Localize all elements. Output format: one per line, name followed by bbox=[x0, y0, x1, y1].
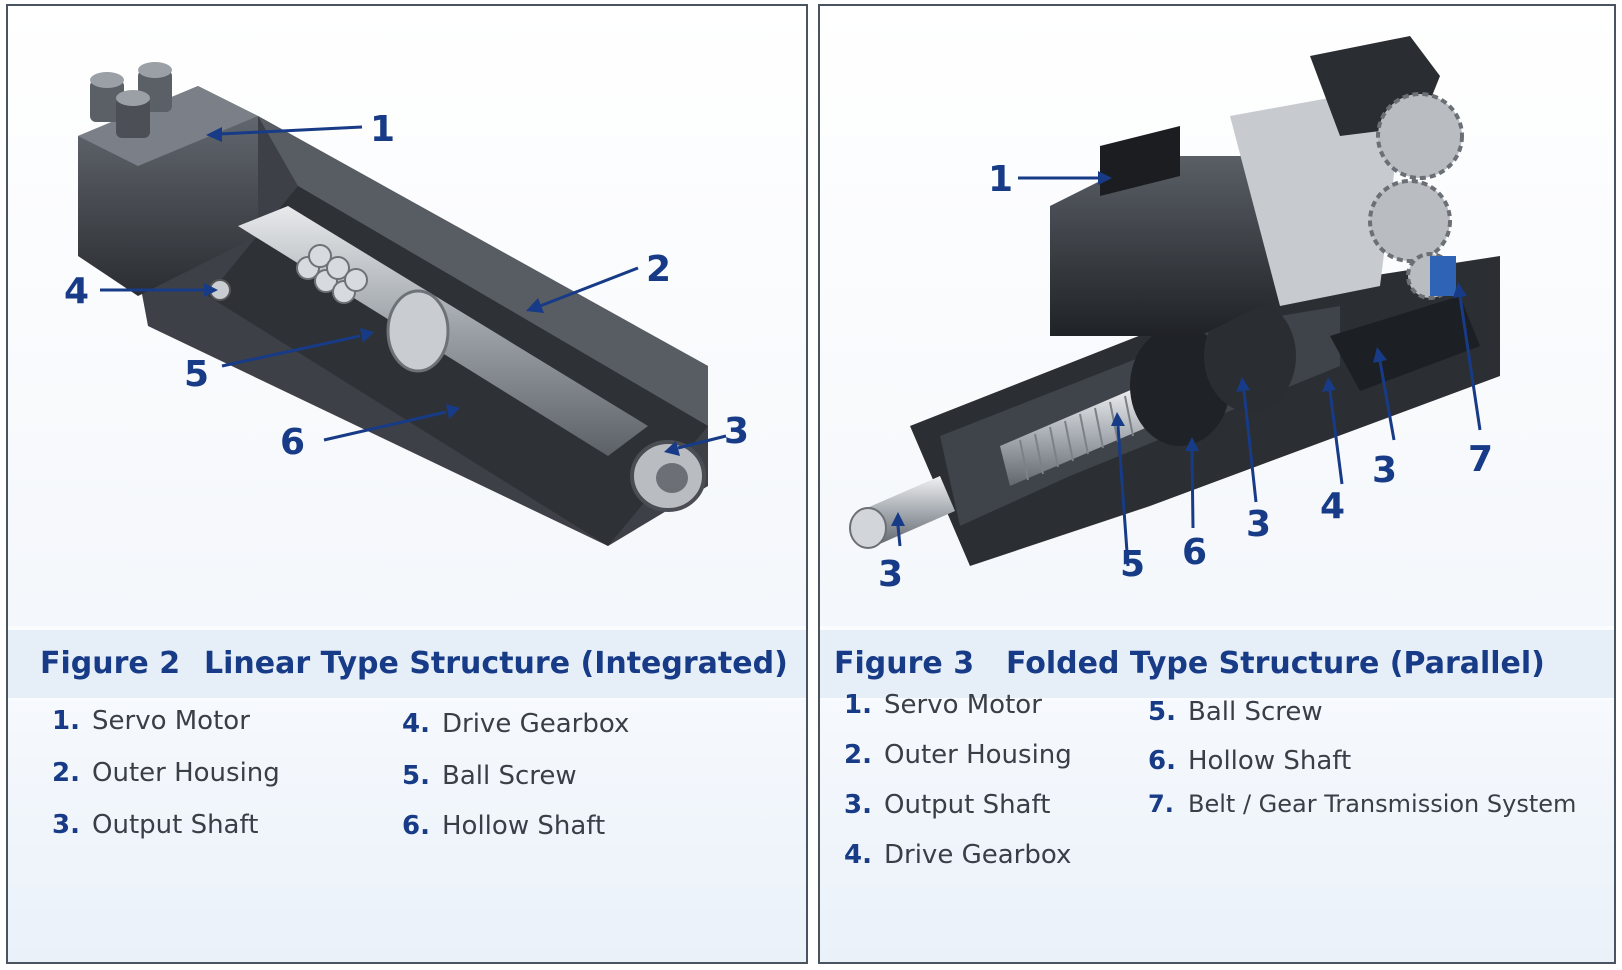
legend-number: 2. bbox=[52, 758, 80, 788]
legend-item: 2. Outer Housing bbox=[52, 758, 280, 788]
figure-title: Linear Type Structure (Integrated) bbox=[204, 646, 788, 681]
callout-6: 6 bbox=[1182, 532, 1207, 573]
callout-2: 2 bbox=[646, 249, 671, 290]
figure-2-panel: 1 2 3 4 5 6 Figure 2 Linear Type Structu… bbox=[6, 4, 808, 964]
legend-number: 4. bbox=[402, 709, 430, 739]
callout-4: 4 bbox=[64, 271, 89, 312]
legend-item: 3. Output Shaft bbox=[52, 810, 258, 840]
callout-5: 5 bbox=[184, 354, 209, 395]
legend-item: 7. Belt / Gear Transmission System bbox=[1148, 790, 1576, 818]
linear-actuator-illustration: 1 2 3 4 5 6 bbox=[8, 6, 806, 626]
legend-number: 6. bbox=[402, 811, 430, 841]
legend-number: 2. bbox=[844, 740, 872, 770]
legend-item: 2. Outer Housing bbox=[844, 740, 1072, 770]
callout-leaders bbox=[891, 171, 1482, 567]
drive-gearbox-shape bbox=[1230, 96, 1400, 306]
callout-1: 1 bbox=[370, 109, 395, 150]
legend-item: 1. Servo Motor bbox=[844, 690, 1042, 720]
ball-screw-nut-shape bbox=[386, 289, 450, 373]
folded-actuator-drawing: 1 3 3 4 5 6 3 7 bbox=[849, 36, 1500, 595]
legend-item: 1. Servo Motor bbox=[52, 706, 250, 736]
belt-gear-highlight bbox=[1430, 256, 1456, 296]
caption-band bbox=[8, 630, 806, 698]
legend-item: 5. Ball Screw bbox=[1148, 697, 1323, 727]
callout-4: 4 bbox=[1320, 486, 1345, 527]
legend-text: Outer Housing bbox=[92, 758, 280, 788]
legend-text: Ball Screw bbox=[1188, 697, 1323, 727]
legend-text: Hollow Shaft bbox=[1188, 746, 1352, 776]
callout-leaders bbox=[100, 125, 727, 456]
legend-number: 6. bbox=[1148, 746, 1176, 776]
bearing-balls bbox=[296, 244, 368, 304]
linear-actuator-drawing: 1 2 3 4 5 6 bbox=[64, 62, 749, 546]
legend-text: Drive Gearbox bbox=[442, 709, 630, 739]
legend-text: Output Shaft bbox=[884, 790, 1051, 820]
legend-number: 5. bbox=[1148, 697, 1176, 727]
legend-item: 5. Ball Screw bbox=[402, 761, 577, 791]
legend-item: 4. Drive Gearbox bbox=[402, 709, 629, 739]
figure-title: Folded Type Structure (Parallel) bbox=[1006, 646, 1545, 681]
legend-number: 4. bbox=[844, 840, 872, 870]
callout-3-right: 3 bbox=[1372, 450, 1397, 491]
legend-number: 1. bbox=[844, 690, 872, 720]
ball-screw-shape bbox=[1000, 386, 1150, 486]
legend-text: Output Shaft bbox=[92, 810, 259, 840]
servo-motor-shape bbox=[1050, 156, 1300, 336]
legend-number: 7. bbox=[1148, 790, 1174, 818]
legend-item: 6. Hollow Shaft bbox=[1148, 746, 1351, 776]
legend-item: 6. Hollow Shaft bbox=[402, 811, 605, 841]
callout-1: 1 bbox=[988, 159, 1013, 200]
legend-number: 3. bbox=[844, 790, 872, 820]
callout-3-output: 3 bbox=[878, 554, 903, 595]
callout-3: 3 bbox=[724, 411, 749, 452]
figure-number: Figure 3 bbox=[834, 646, 975, 681]
legend-number: 1. bbox=[52, 706, 80, 736]
legend-text: Drive Gearbox bbox=[884, 840, 1072, 870]
callout-7: 7 bbox=[1468, 439, 1493, 480]
legend-text: Servo Motor bbox=[884, 690, 1042, 720]
folded-actuator-illustration: 1 3 3 4 5 6 3 7 bbox=[820, 6, 1614, 626]
legend-number: 5. bbox=[402, 761, 430, 791]
parts-legend bbox=[8, 700, 806, 962]
legend-text: Outer Housing bbox=[884, 740, 1072, 770]
callout-5: 5 bbox=[1120, 544, 1145, 585]
callout-6: 6 bbox=[280, 422, 305, 463]
legend-text: Ball Screw bbox=[442, 761, 577, 791]
caption-band bbox=[820, 630, 1614, 698]
figure-3-panel: 1 3 3 4 5 6 3 7 Figure 3 Folded Type Str… bbox=[818, 4, 1616, 964]
legend-text: Belt / Gear Transmission System bbox=[1188, 790, 1577, 818]
legend-item: 4. Drive Gearbox bbox=[844, 840, 1071, 870]
legend-number: 3. bbox=[52, 810, 80, 840]
legend-text: Hollow Shaft bbox=[442, 811, 606, 841]
callout-3-middle: 3 bbox=[1246, 504, 1271, 545]
legend-text: Servo Motor bbox=[92, 706, 250, 736]
legend-item: 3. Output Shaft bbox=[844, 790, 1050, 820]
parts-legend bbox=[820, 700, 1614, 962]
figure-number: Figure 2 bbox=[40, 646, 181, 681]
servo-connectors bbox=[90, 62, 172, 138]
